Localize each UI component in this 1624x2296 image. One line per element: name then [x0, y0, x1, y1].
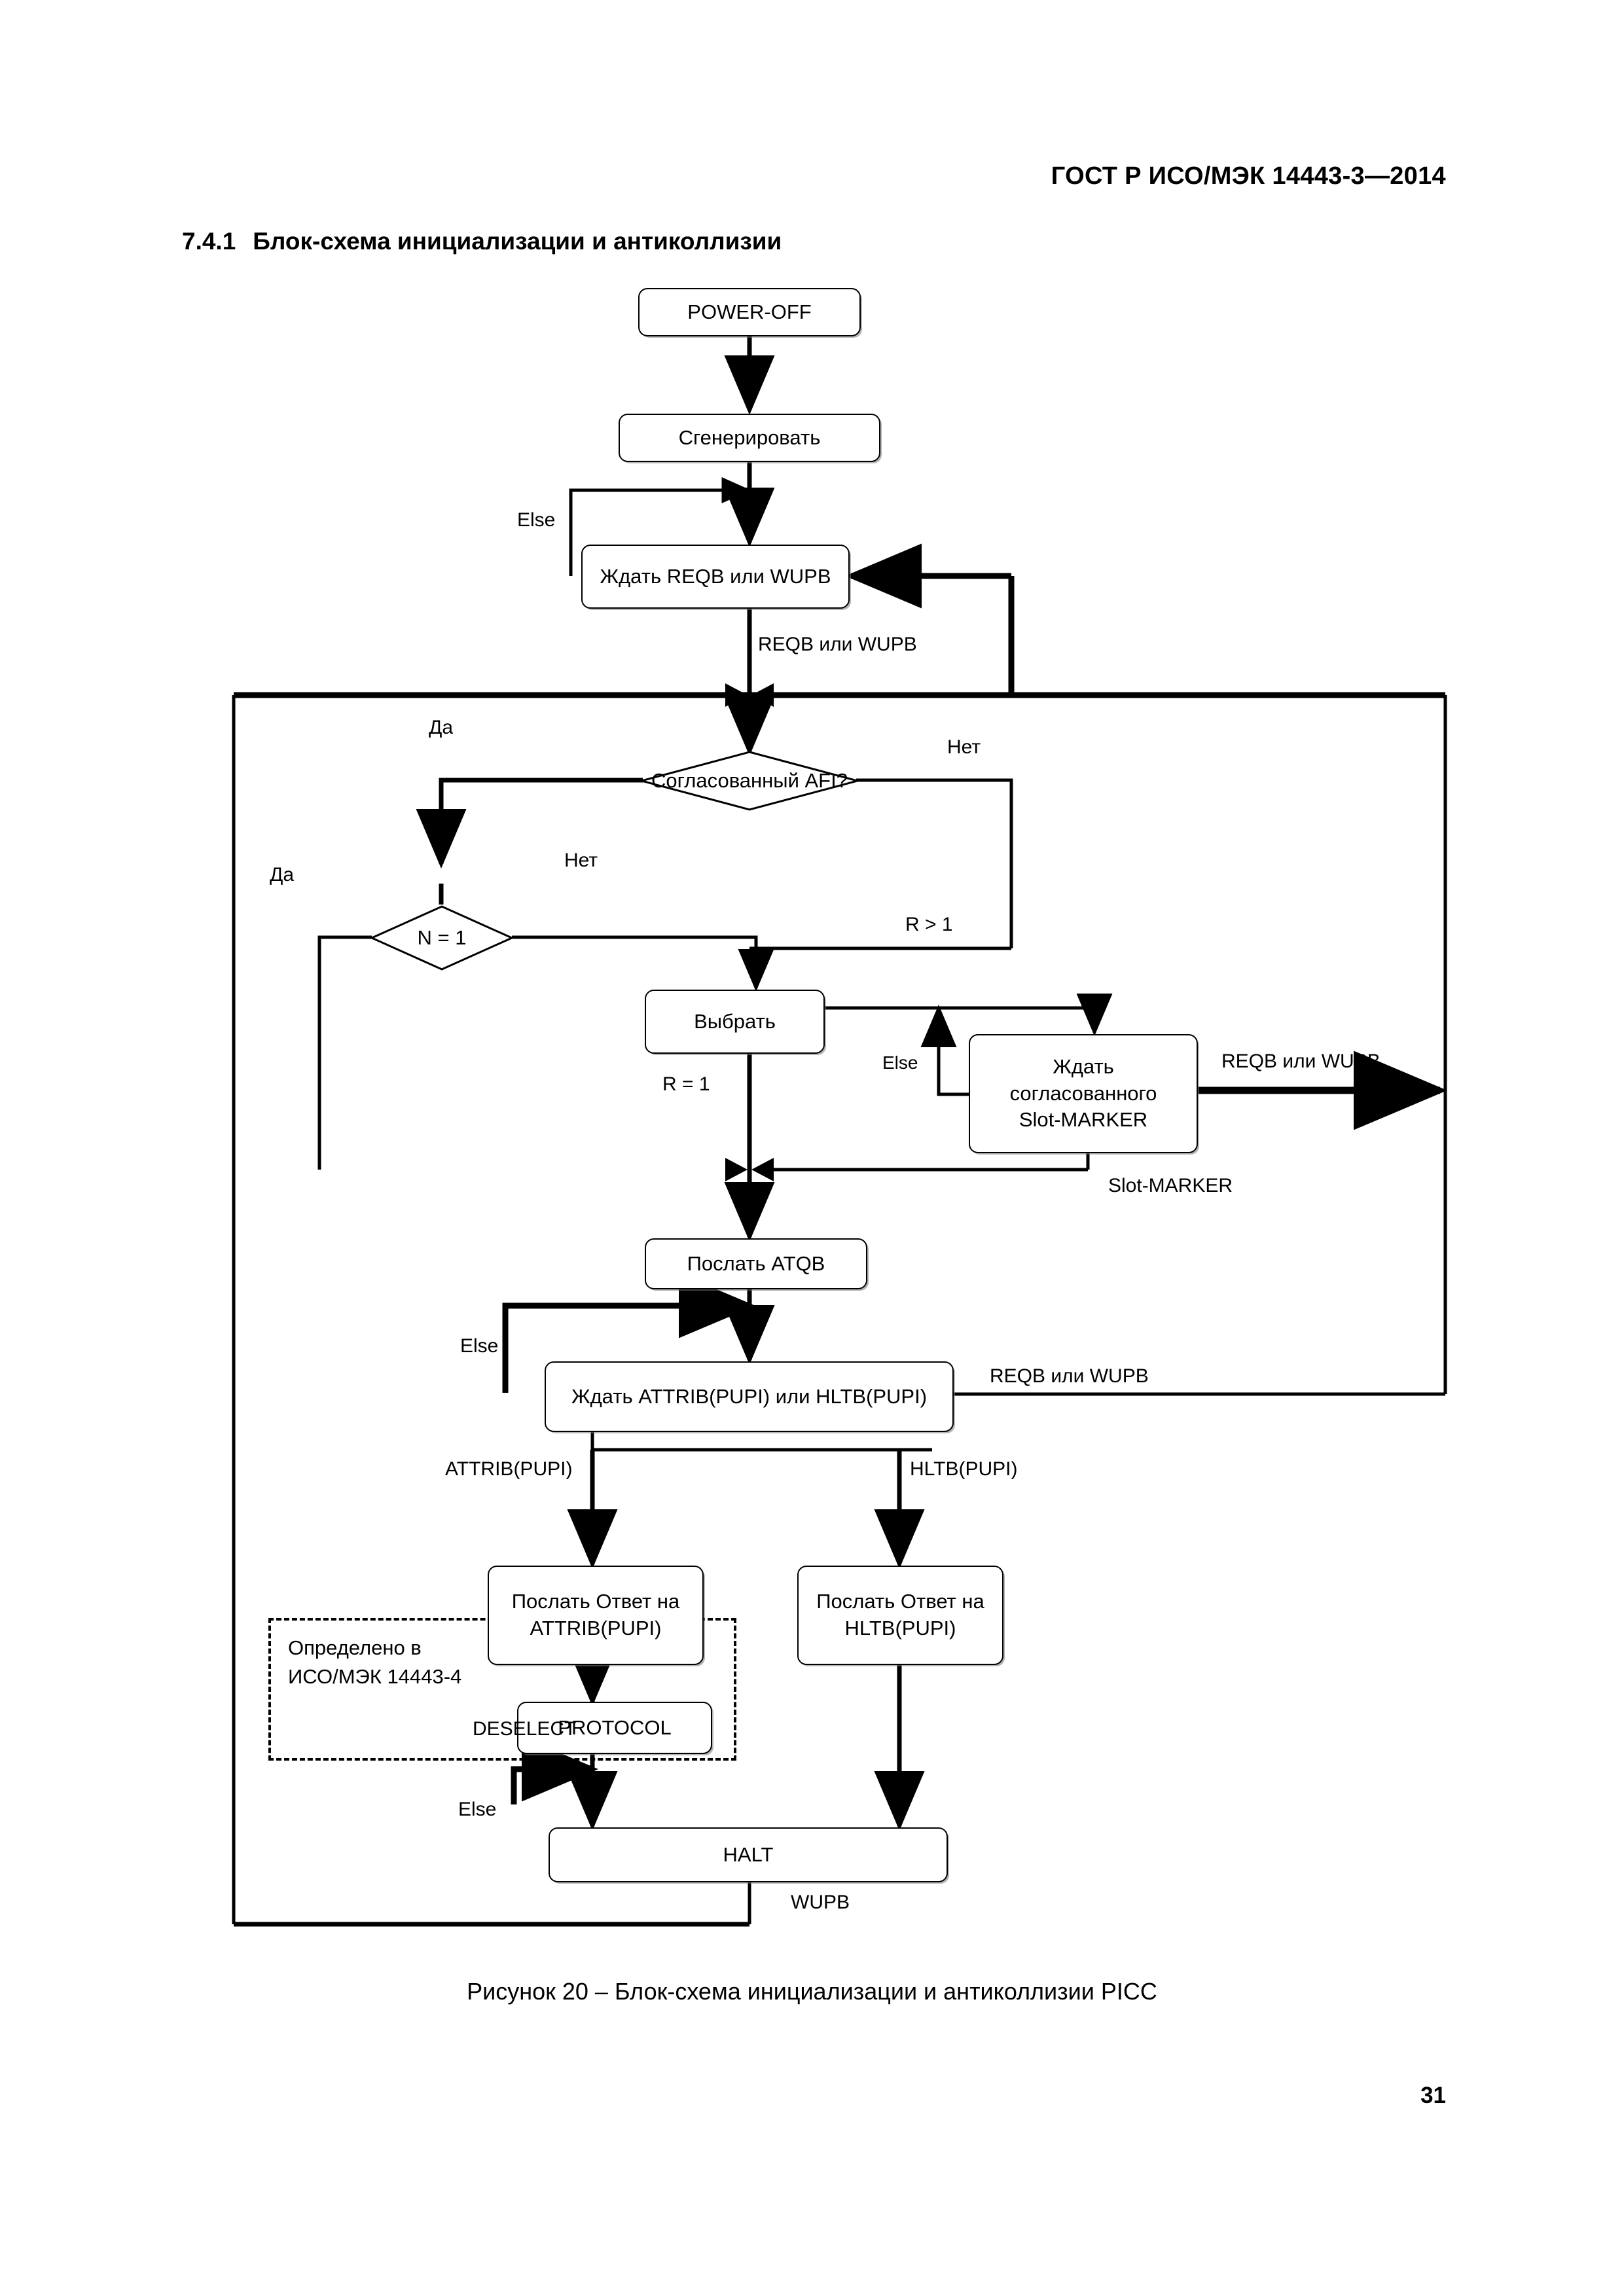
- node-wait-slot-marker-line2: Slot-MARKER: [1019, 1108, 1148, 1132]
- group-label-line2: ИСО/МЭК 14443-4: [288, 1665, 462, 1689]
- section-number: 7.4.1: [182, 228, 236, 255]
- node-wait-slot-marker[interactable]: Ждать согласованного Slot-MARKER: [969, 1034, 1198, 1153]
- node-response-hltb-line2: HLTB(PUPI): [844, 1617, 956, 1640]
- node-wait-slot-marker-line1: Ждать согласованного: [1009, 1054, 1157, 1105]
- merge-arrow-left-2: [725, 1158, 748, 1181]
- edge-label-r-gt-1: R > 1: [905, 914, 953, 935]
- node-wait-slot-marker-label: Ждать согласованного Slot-MARKER: [970, 1054, 1197, 1134]
- node-protocol-label: PROTOCOL: [558, 1715, 672, 1739]
- node-afi-match[interactable]: Согласованный AFI?: [640, 751, 859, 811]
- edge-label-hltb-pupi: HLTB(PUPI): [910, 1458, 1018, 1480]
- node-halt-label: HALT: [723, 1842, 774, 1866]
- node-response-attrib-line2: ATTRIB(PUPI): [530, 1617, 662, 1640]
- node-select-label: Выбрать: [694, 1009, 776, 1033]
- figure-caption: Рисунок 20 – Блок-схема инициализации и …: [467, 1978, 1157, 2005]
- node-wait-attrib-hltb-label: Ждать ATTRIB(PUPI) или HLTB(PUPI): [571, 1384, 928, 1408]
- running-header: ГОСТ Р ИСО/МЭК 14443-3—2014: [1051, 162, 1446, 190]
- section-title: Блок-схема инициализации и антиколлизии: [253, 228, 782, 255]
- node-protocol[interactable]: PROTOCOL: [517, 1702, 712, 1754]
- edge-label-reqb-wupb-down: REQB или WUPB: [758, 634, 917, 655]
- node-response-hltb-label: Послать Ответ на HLTB(PUPI): [810, 1588, 990, 1642]
- edge-label-reqb-wupb-attrib: REQB или WUPB: [990, 1365, 1149, 1387]
- merge-arrow-left: [725, 683, 748, 707]
- node-send-atqb[interactable]: Послать ATQB: [645, 1238, 867, 1289]
- section-heading: 7.4.1 Блок-схема инициализации и антиколл…: [182, 228, 782, 255]
- edge-label-afi-yes: Да: [429, 717, 454, 738]
- edge-label-attrib-pupi: ATTRIB(PUPI): [445, 1458, 573, 1480]
- node-response-attrib[interactable]: Послать Ответ на ATTRIB(PUPI): [488, 1566, 704, 1665]
- merge-arrow-right-2: [751, 1158, 774, 1181]
- edge-label-else-slot: Else: [882, 1052, 918, 1073]
- node-n-equals-1[interactable]: N = 1: [370, 905, 513, 971]
- edge-label-r-eq-1: R = 1: [662, 1073, 710, 1095]
- node-send-atqb-label: Послать ATQB: [687, 1251, 825, 1275]
- edge-label-deselect: DESELECT: [473, 1718, 577, 1740]
- node-halt[interactable]: HALT: [549, 1827, 948, 1882]
- node-select[interactable]: Выбрать: [645, 990, 825, 1054]
- edge-label-n-no: Нет: [564, 850, 598, 871]
- node-generate-label: Сгенерировать: [678, 425, 821, 449]
- edge-label-n-yes: Да: [270, 864, 295, 886]
- node-response-attrib-line1: Послать Ответ на: [511, 1590, 680, 1613]
- edge-label-else-attrib: Else: [460, 1335, 499, 1357]
- edge-label-afi-no: Нет: [947, 736, 981, 758]
- node-response-hltb-line1: Послать Ответ на: [816, 1590, 984, 1613]
- edge-label-else-wait-reqb: Else: [517, 509, 556, 531]
- node-wait-reqb-label: Ждать REQB или WUPB: [600, 564, 831, 588]
- edge-label-else-halt: Else: [458, 1799, 497, 1820]
- edge-label-wupb: WUPB: [791, 1892, 850, 1913]
- node-n-equals-1-label: N = 1: [417, 926, 467, 949]
- node-power-off[interactable]: POWER-OFF: [638, 288, 861, 336]
- node-response-hltb[interactable]: Послать Ответ на HLTB(PUPI): [797, 1566, 1003, 1665]
- page-number: 31: [1420, 2083, 1446, 2108]
- node-afi-match-label: Согласованный AFI?: [651, 769, 848, 792]
- iso14443-4-group-label: Определено в ИСО/МЭК 14443-4: [288, 1634, 461, 1691]
- node-wait-reqb[interactable]: Ждать REQB или WUPB: [581, 545, 850, 609]
- edge-label-reqb-wupb-slot: REQB или WUPB: [1221, 1050, 1380, 1072]
- merge-arrow-right: [751, 683, 774, 707]
- group-label-line1: Определено в: [288, 1636, 422, 1659]
- edge-label-slot-marker: Slot-MARKER: [1108, 1175, 1233, 1196]
- node-generate[interactable]: Сгенерировать: [619, 414, 880, 462]
- node-response-attrib-label: Послать Ответ на ATTRIB(PUPI): [505, 1588, 686, 1642]
- node-wait-attrib-hltb[interactable]: Ждать ATTRIB(PUPI) или HLTB(PUPI): [545, 1361, 954, 1432]
- node-power-off-label: POWER-OFF: [687, 300, 812, 323]
